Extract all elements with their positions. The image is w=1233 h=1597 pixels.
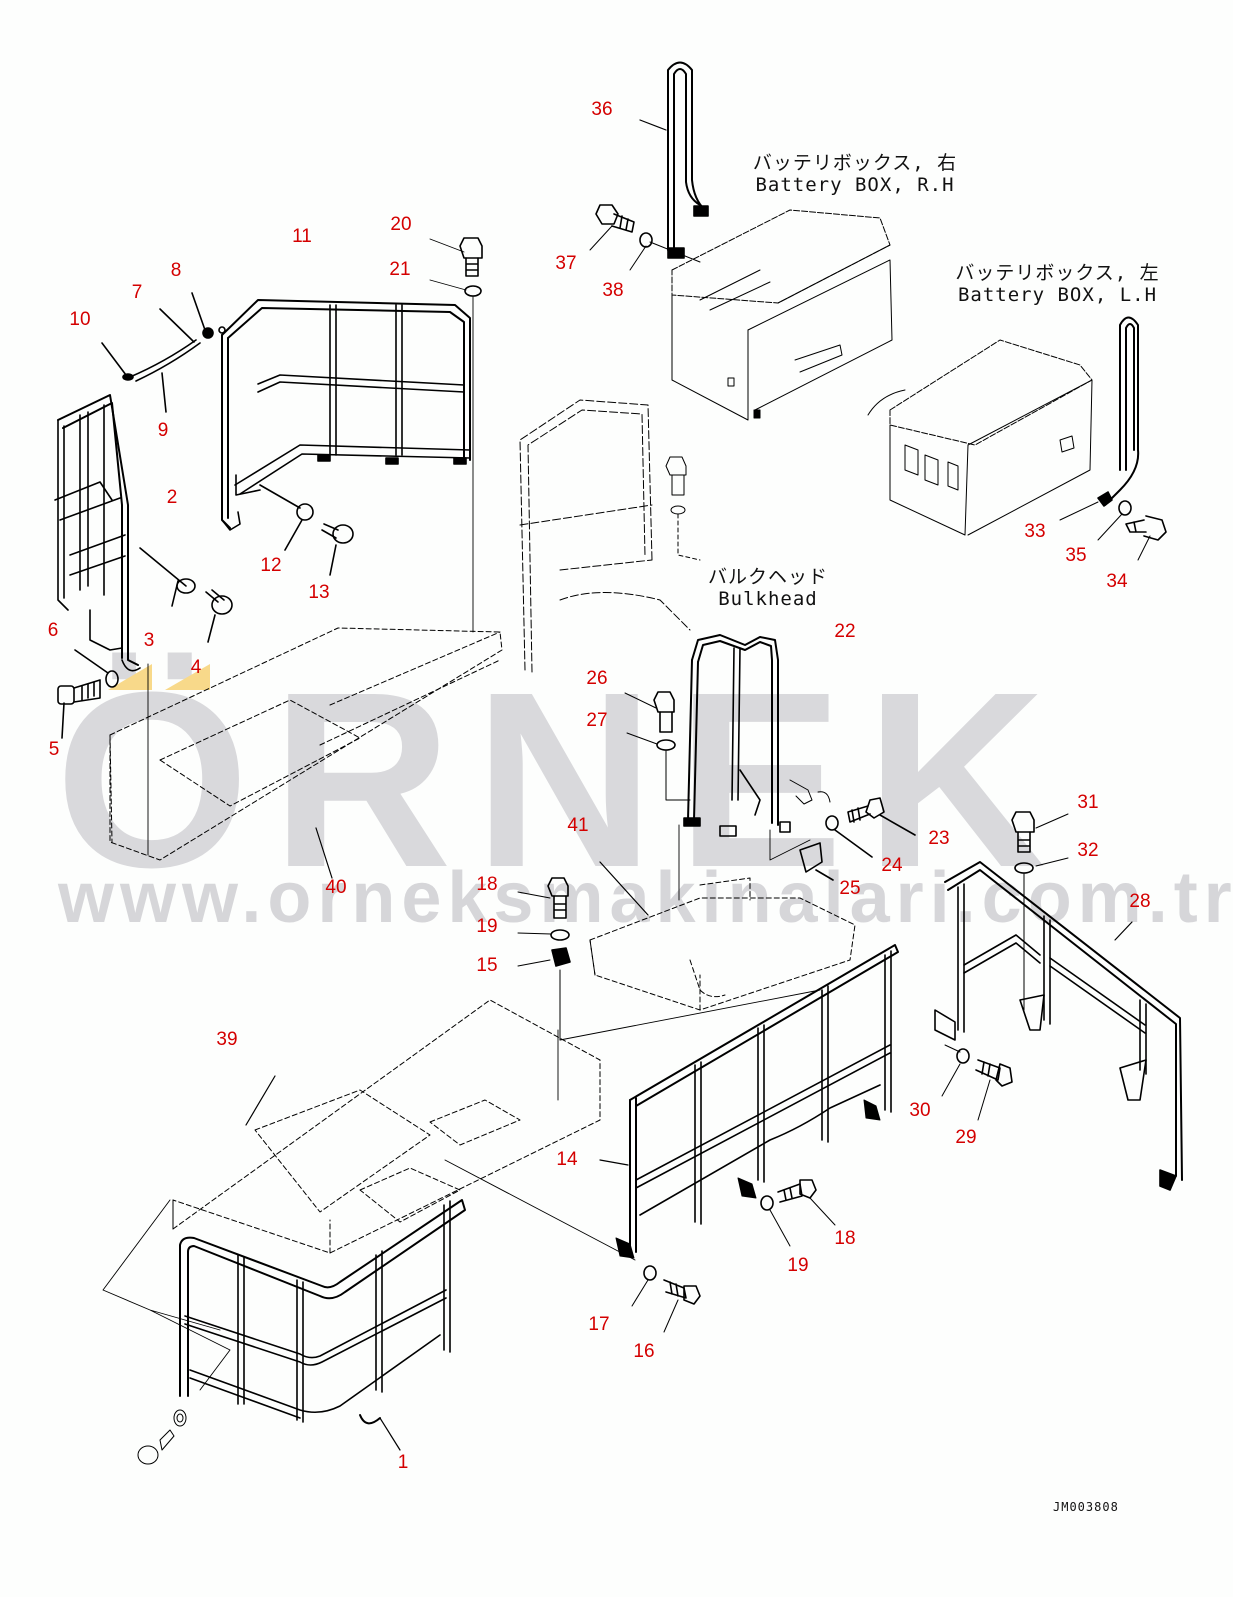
handrail-part-14 [599,944,899,1259]
note-battery-box-lh-jp: バッテリボックス, 左 [955,262,1160,284]
callout-part-9[interactable]: 9 [157,420,169,441]
callout-part-36[interactable]: 36 [591,99,613,120]
battery-box-lh [867,339,1093,536]
note-battery-box-lh-en: Battery BOX, L.H [957,284,1158,306]
callout-part-20[interactable]: 20 [390,214,412,235]
spacer-part-3 [139,547,233,643]
callout-part-4[interactable]: 4 [190,657,202,678]
callout-part-7[interactable]: 7 [131,282,143,303]
handrail-part-22 [683,634,791,837]
callout-part-13[interactable]: 13 [308,582,330,603]
callout-part-40[interactable]: 40 [325,877,347,898]
callout-part-31[interactable]: 31 [1077,792,1099,813]
bulkhead-phantom [519,399,691,673]
note-bulkhead-jp: バルクヘッド [708,566,829,588]
bolt-part-20 [429,237,483,633]
callout-part-38[interactable]: 38 [602,280,624,301]
note-battery-box-rh: バッテリボックス, 右 Battery BOX, R.H [745,152,965,196]
bolt-part-16 [631,1179,836,1333]
bolt-part-front [102,1199,401,1465]
battery-box-rh [671,209,893,421]
callout-part-32[interactable]: 32 [1077,840,1099,861]
callout-part-22[interactable]: 22 [834,621,856,642]
callout-part-16[interactable]: 16 [633,1341,655,1362]
callout-part-8[interactable]: 8 [170,260,182,281]
callout-part-1[interactable]: 1 [397,1452,409,1473]
bolt-part-26 [624,691,691,901]
bolt-part-23 [789,779,916,881]
callout-part-18[interactable]: 18 [476,874,498,895]
platform-part-39 [172,999,601,1254]
callout-part-25[interactable]: 25 [839,878,861,899]
bolt-part-18-upper [517,877,571,1041]
handrail-left-stair [54,394,141,672]
spacer-part-12 [259,484,354,576]
note-battery-box-lh: バッテリボックス, 左 Battery BOX, L.H [945,262,1170,306]
note-battery-box-rh-en: Battery BOX, R.H [755,174,955,196]
callout-part-19[interactable]: 19 [476,916,498,937]
callout-part-24[interactable]: 24 [881,855,903,876]
watermark-brand: ÖRNEK [55,640,1068,919]
bulkhead-bolt [665,456,701,561]
callout-part-14[interactable]: 14 [556,1149,578,1170]
callout-part-21[interactable]: 21 [389,259,411,280]
handrail-part-1 [179,1199,466,1425]
bolt-part-5 [57,649,119,739]
handrail-part-28 [934,861,1183,1191]
handrail-part-11 [221,299,471,531]
callout-part-11[interactable]: 11 [292,226,312,247]
strap-parts-7-10 [101,292,226,413]
callout-part-3[interactable]: 3 [143,630,155,651]
note-battery-box-rh-jp: バッテリボックス, 右 [752,152,958,174]
callout-part-5[interactable]: 5 [48,739,60,760]
callout-part-29[interactable]: 29 [955,1127,977,1148]
handrail-part-36 [639,61,709,259]
callout-part-19[interactable]: 19 [787,1255,809,1276]
callout-part-34[interactable]: 34 [1106,571,1128,592]
leader-line [769,829,811,861]
platform-part-40 [109,627,503,861]
callout-part-28[interactable]: 28 [1129,891,1151,912]
leader-line [444,1159,636,1261]
callout-part-37[interactable]: 37 [555,253,577,274]
handrail-part-33 [1059,316,1167,561]
bolt-part-37 [589,204,701,271]
callout-part-35[interactable]: 35 [1065,545,1087,566]
callout-part-10[interactable]: 10 [69,309,91,330]
leader-line [557,989,821,1101]
bolt-part-29 [941,1044,1013,1121]
callout-part-23[interactable]: 23 [928,828,950,849]
leader-line [315,827,333,879]
callout-part-27[interactable]: 27 [586,710,608,731]
note-bulkhead: バルクヘッド Bulkhead [708,566,828,610]
callout-part-2[interactable]: 2 [166,487,178,508]
callout-part-18[interactable]: 18 [834,1228,856,1249]
callout-part-39[interactable]: 39 [216,1029,238,1050]
callout-part-15[interactable]: 15 [476,955,498,976]
note-bulkhead-en: Bulkhead [718,588,818,610]
callout-part-33[interactable]: 33 [1024,521,1046,542]
callout-part-26[interactable]: 26 [586,668,608,689]
watermark-url: www.orneksmakinalari.com.tr [58,858,1233,938]
leader-line [599,861,649,916]
drawing-code: JM003808 [1053,1500,1119,1514]
callout-part-30[interactable]: 30 [909,1100,931,1121]
leader-line [245,1075,276,1126]
platform-part-41 [589,877,856,1011]
callout-part-12[interactable]: 12 [260,555,282,576]
callout-part-41[interactable]: 41 [567,815,589,836]
bolt-part-31 [1011,811,1069,1011]
callout-part-17[interactable]: 17 [588,1314,610,1335]
callout-part-6[interactable]: 6 [47,620,59,641]
